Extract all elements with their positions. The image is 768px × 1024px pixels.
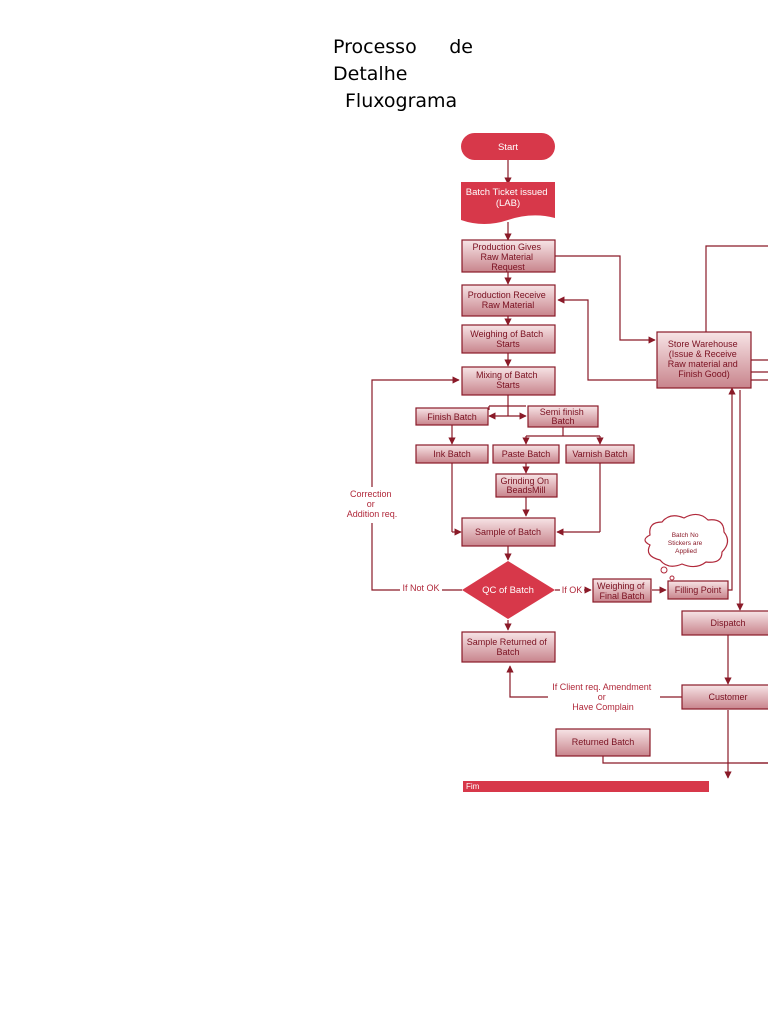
svg-text:Production Gives Raw Mat: Production Gives Raw Material Request	[472, 242, 543, 272]
svg-text:Paste Batch: Paste Batch	[502, 449, 551, 459]
node-customer: Customer	[681, 684, 768, 710]
cloud-note: Batch No Stickers are Applied	[644, 513, 729, 581]
node-dispatch: Dispatch	[681, 610, 768, 636]
node-fim: Fim	[463, 781, 709, 792]
node-production-gives: Production Gives Raw Material Request	[461, 239, 556, 273]
svg-text:Store Warehouse (Issue &: Store Warehouse (Issue & Receive Raw mat…	[668, 339, 741, 379]
svg-text:Semi finish Batch: Semi finish Batch	[540, 407, 587, 426]
node-store-warehouse: Store Warehouse (Issue & Receive Raw mat…	[656, 331, 752, 389]
title-line-detalhe: Detalhe	[333, 63, 408, 85]
node-production-receive: Production Receive Raw Material	[461, 284, 556, 317]
svg-text:If OK: If OK	[562, 585, 583, 595]
page-title: Processo de Detalhe Fluxograma	[333, 34, 473, 115]
node-finish-batch: Finish Batch	[415, 407, 489, 426]
node-filling-point: Filling Point	[667, 580, 729, 600]
svg-text:Correction or Addi: Correction or Addition req.	[347, 489, 398, 519]
svg-text:Dispatch: Dispatch	[710, 618, 745, 628]
node-ink-batch: Ink Batch	[415, 444, 489, 464]
label-client-request: If Client req. Amendment or Have Complai…	[548, 680, 660, 714]
title-word-de: de	[449, 36, 473, 58]
node-mixing-of-batch: Mixing of Batch Starts	[461, 366, 556, 396]
node-weighing-final-batch: Weighing of Final Batch	[592, 578, 652, 603]
svg-text:Batch Ticket issued (LAB: Batch Ticket issued (LAB)	[466, 187, 551, 209]
svg-text:Weighing of Final Batch: Weighing of Final Batch	[597, 581, 647, 601]
node-batch-ticket: Batch Ticket issued (LAB)	[461, 182, 555, 224]
node-varnish-batch: Varnish Batch	[565, 444, 635, 464]
svg-text:Mixing of Batch Starts: Mixing of Batch Starts	[476, 370, 540, 390]
node-returned-batch: Returned Batch	[555, 728, 651, 757]
svg-text:Start: Start	[498, 142, 518, 153]
node-weighing-of-batch: Weighing of Batch Starts	[461, 324, 556, 354]
svg-text:Grinding On BeadsMill: Grinding On BeadsMill	[500, 476, 551, 495]
label-correction: Correction or Addition req.	[340, 487, 404, 523]
connector-lines	[371, 160, 768, 779]
node-start-label: Start	[498, 142, 518, 153]
svg-text:Ink Batch: Ink Batch	[433, 449, 471, 459]
svg-text:QC of Batch: QC of Batch	[482, 585, 534, 596]
node-sample-of-batch: Sample of Batch	[461, 517, 556, 547]
svg-text:Batch No Stickers are: Batch No Stickers are Applied	[668, 532, 704, 555]
label-if-not-ok: If Not OK	[400, 582, 442, 594]
svg-text:If Not OK: If Not OK	[402, 583, 439, 593]
node-semi-finish-batch: Semi finish Batch	[527, 405, 599, 428]
svg-text:Production Receive Raw M: Production Receive Raw Material	[468, 290, 549, 310]
svg-text:Sample of Batch: Sample of Batch	[475, 527, 541, 537]
svg-text:If Client req. Amendment: If Client req. Amendment or Have Complai…	[552, 682, 654, 712]
svg-text:Filling Point: Filling Point	[675, 585, 722, 595]
title-word-processo: Processo	[333, 36, 417, 58]
svg-text:Returned Batch: Returned Batch	[572, 737, 635, 747]
svg-text:Finish Batch: Finish Batch	[427, 412, 477, 422]
node-start: Start	[461, 133, 555, 160]
svg-text:Varnish Batch: Varnish Batch	[572, 449, 627, 459]
node-paste-batch: Paste Batch	[492, 444, 560, 464]
svg-text:Sample Returned of Batch: Sample Returned of Batch	[467, 637, 550, 657]
label-if-ok: If OK	[560, 583, 584, 595]
svg-text:Customer: Customer	[708, 692, 747, 702]
svg-text:Fim: Fim	[466, 782, 480, 791]
node-sample-returned: Sample Returned of Batch	[461, 631, 556, 663]
svg-text:Weighing of Batch Starts: Weighing of Batch Starts	[470, 329, 545, 349]
title-line-fluxograma: Fluxograma	[345, 90, 458, 112]
node-grinding-beadsmill: Grinding On BeadsMill	[495, 473, 558, 498]
node-qc-of-batch: QC of Batch	[462, 561, 555, 619]
